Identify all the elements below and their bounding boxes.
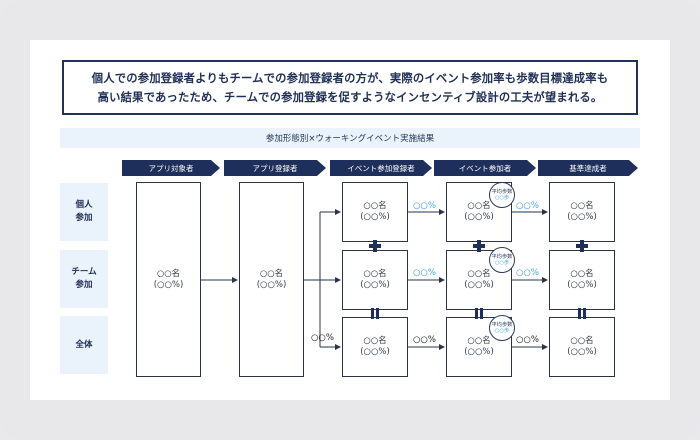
row-label-individual: 個人 参加 xyxy=(60,183,108,241)
box-percent: (○○%) xyxy=(567,347,597,357)
box-percent: (○○%) xyxy=(256,279,287,290)
box-achiever-team: ○○名 (○○%) xyxy=(549,250,615,310)
box-count: ○○名 xyxy=(363,269,387,279)
row-label-line: 参加 xyxy=(75,280,93,290)
plus-icon xyxy=(369,240,381,252)
badge-label: 平均歩数 xyxy=(491,188,513,195)
equals-icon xyxy=(577,308,587,319)
badge-value: ○○歩 xyxy=(494,195,510,201)
diagram-title: 参加形態別×ウォーキングイベント実施結果 xyxy=(60,128,640,148)
box-percent: (○○%) xyxy=(360,280,390,290)
average-steps-badge: 平均歩数 ○○歩 xyxy=(489,247,515,273)
box-count: ○○名 xyxy=(570,269,594,279)
summary-callout: 個人での参加登録者よりもチームでの参加登録者の方が、実際のイベント参加率も歩数目… xyxy=(62,60,638,115)
box-count: ○○名 xyxy=(259,268,284,279)
box-event-registered-individual: ○○名 (○○%) xyxy=(342,182,408,242)
badge-value: ○○歩 xyxy=(494,328,510,334)
box-achiever-total: ○○名 (○○%) xyxy=(549,317,615,377)
box-count: ○○名 xyxy=(363,201,387,211)
box-count: ○○名 xyxy=(156,268,181,279)
rate-label: ○○% xyxy=(311,333,334,343)
slide: 個人での参加登録者よりもチームでの参加登録者の方が、実際のイベント参加率も歩数目… xyxy=(30,40,670,400)
rate-label: ○○% xyxy=(413,335,436,345)
box-percent: (○○%) xyxy=(567,212,597,222)
rate-label: ○○% xyxy=(413,268,436,278)
box-event-participant-individual: ○○名 (○○%) xyxy=(446,182,512,242)
badge-label: 平均歩数 xyxy=(491,253,513,260)
row-label-total: 全体 xyxy=(60,316,108,374)
box-count: ○○名 xyxy=(570,201,594,211)
equals-icon xyxy=(474,308,484,319)
row-label-line: 参加 xyxy=(75,213,93,223)
box-app-target: ○○名 (○○%) xyxy=(136,182,201,377)
stage-event-registered: イベント参加登録者 xyxy=(330,160,432,176)
box-percent: (○○%) xyxy=(464,280,494,290)
average-steps-badge: 平均歩数 ○○歩 xyxy=(489,315,515,341)
box-count: ○○名 xyxy=(467,336,491,346)
average-steps-badge: 平均歩数 ○○歩 xyxy=(489,182,515,208)
box-count: ○○名 xyxy=(467,201,491,211)
box-achiever-individual: ○○名 (○○%) xyxy=(549,182,615,242)
plus-icon xyxy=(473,240,485,252)
rate-label: ○○% xyxy=(516,335,539,345)
stage-app-registered: アプリ登録者 xyxy=(224,160,326,176)
box-percent: (○○%) xyxy=(567,280,597,290)
stage-app-target: アプリ対象者 xyxy=(122,160,220,176)
box-percent: (○○%) xyxy=(153,279,184,290)
equals-icon xyxy=(370,308,380,319)
plus-icon xyxy=(576,240,588,252)
box-event-registered-total: ○○名 (○○%) xyxy=(342,317,408,377)
box-percent: (○○%) xyxy=(360,212,390,222)
box-count: ○○名 xyxy=(363,336,387,346)
flow-connectors xyxy=(201,209,548,350)
box-count: ○○名 xyxy=(467,269,491,279)
row-label-line: 個人 xyxy=(75,200,93,210)
callout-line-2: 高い結果であったため、チームでの参加登録を促すようなインセンティブ設計の工夫が望… xyxy=(97,90,603,104)
row-label-line: チーム xyxy=(71,267,97,277)
callout-line-1: 個人での参加登録者よりもチームでの参加登録者の方が、実際のイベント参加率も歩数目… xyxy=(91,71,609,85)
badge-value: ○○歩 xyxy=(494,260,510,266)
badge-label: 平均歩数 xyxy=(491,321,513,328)
stage-event-participant: イベント参加者 xyxy=(434,160,536,176)
rate-label: ○○% xyxy=(413,201,436,211)
row-label-team: チーム 参加 xyxy=(60,250,108,308)
box-percent: (○○%) xyxy=(464,347,494,357)
row-label-line: 全体 xyxy=(75,339,93,350)
box-percent: (○○%) xyxy=(360,347,390,357)
box-percent: (○○%) xyxy=(464,212,494,222)
box-count: ○○名 xyxy=(570,336,594,346)
box-app-registered: ○○名 (○○%) xyxy=(239,182,304,377)
rate-label: ○○% xyxy=(516,201,539,211)
stage-goal-achiever: 基準達成者 xyxy=(538,160,638,176)
rate-label: ○○% xyxy=(516,268,539,278)
box-event-registered-team: ○○名 (○○%) xyxy=(342,250,408,310)
